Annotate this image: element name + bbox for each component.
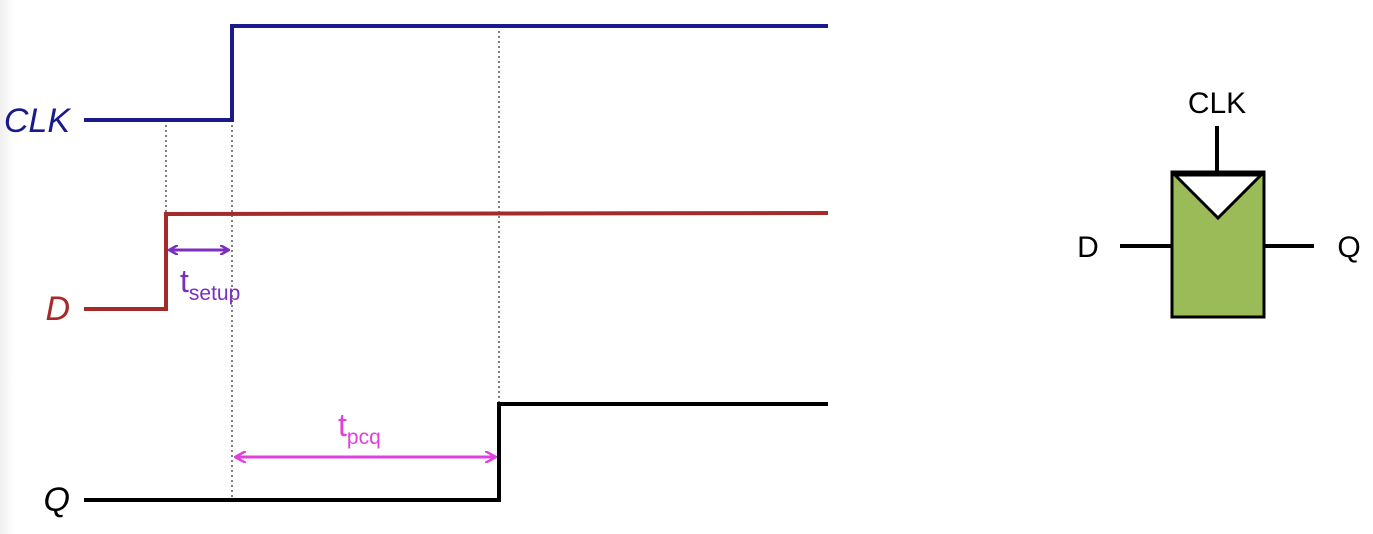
pcq-time-subscript: pcq: [347, 426, 381, 449]
q-signal: Q: [44, 402, 828, 519]
d-waveform: [84, 211, 829, 311]
flipflop-clk-label: CLK: [1188, 87, 1246, 120]
setup-time-label: tsetup: [180, 263, 240, 305]
flipflop-d-label: D: [1077, 231, 1099, 264]
setup-time-annotation: tsetup: [170, 250, 240, 305]
flipflop-q-label: Q: [1337, 231, 1360, 264]
pcq-time-label: tpcq: [338, 407, 381, 449]
pcq-time-symbol: t: [338, 407, 347, 443]
setup-time-symbol: t: [180, 263, 189, 299]
q-signal-label: Q: [44, 481, 70, 519]
flipflop-symbol: CLK D Q: [1077, 87, 1361, 319]
d-signal: D: [45, 211, 829, 328]
d-signal-label: D: [45, 290, 70, 328]
clk-signal-label: CLK: [4, 102, 71, 140]
left-edge-shade: [0, 0, 14, 534]
q-waveform: [84, 402, 828, 502]
clk-signal: CLK: [4, 24, 828, 140]
setup-time-subscript: setup: [189, 282, 240, 305]
pcq-time-annotation: tpcq: [236, 407, 495, 457]
clk-waveform: [84, 24, 828, 122]
flipflop-clock-triangle: [1171, 173, 1265, 221]
